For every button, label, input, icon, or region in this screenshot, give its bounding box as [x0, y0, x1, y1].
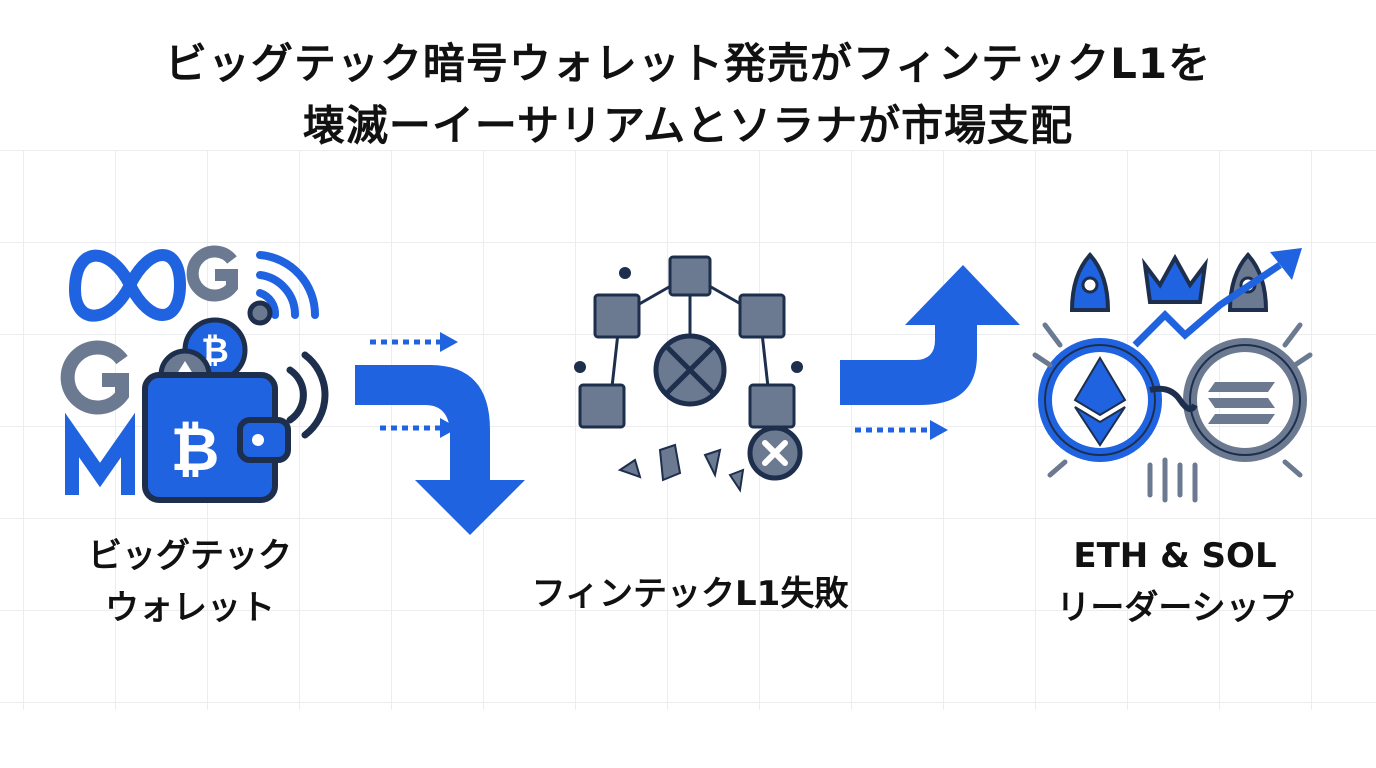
stage-label-line1: ETH & SOL: [1073, 536, 1277, 576]
stage-label-line1: フィンテックL1失敗: [531, 574, 849, 614]
page-title-line1: ビッグテック暗号ウォレット発売がフィンテックL1を: [164, 39, 1212, 88]
meta-logo-icon: [68, 249, 187, 322]
wifi-signal-icon: [256, 251, 320, 319]
crown-icon: [1141, 253, 1209, 304]
stage-label-eth-sol-leadership: ETH & SOL リーダーシップ: [1020, 530, 1330, 634]
debris-shards: [617, 443, 745, 493]
bitcoin-icon: ₿: [171, 415, 220, 485]
google-logo-icon-2: [60, 340, 129, 415]
up-arrow-icon: [840, 265, 1020, 440]
broken-blockchain-icon: [574, 255, 803, 493]
speed-lines-icon: [370, 339, 440, 431]
eth-sol-leadership-icon: [1032, 248, 1313, 503]
stage-label-line1: ビッグテック: [88, 536, 292, 576]
google-logo-icon: [186, 245, 238, 302]
block-cubes: [578, 255, 796, 429]
stage-label-line2: リーダーシップ: [1056, 588, 1294, 628]
stage-label-line2: ウォレット: [105, 588, 275, 628]
nfc-signal-icon: [286, 351, 329, 439]
ethereum-logo-icon: [1073, 356, 1127, 447]
rocket-icon-eth: [1069, 252, 1111, 312]
stage-label-big-tech-wallet: ビッグテック ウォレット: [40, 530, 340, 634]
gmail-logo-icon: [65, 412, 135, 495]
down-arrow-icon: [355, 332, 525, 535]
page-title-line2: 壊滅ーイーサリアムとソラナが市場支配: [302, 101, 1074, 150]
stage-label-fintech-l1-failure: フィンテックL1失敗: [490, 568, 890, 620]
trend-line-icon: [1132, 262, 1282, 348]
burst-lines: [1032, 322, 1313, 503]
big-tech-wallet-icon: ₿ ₿: [60, 245, 329, 503]
solana-logo-icon: [1208, 382, 1275, 424]
